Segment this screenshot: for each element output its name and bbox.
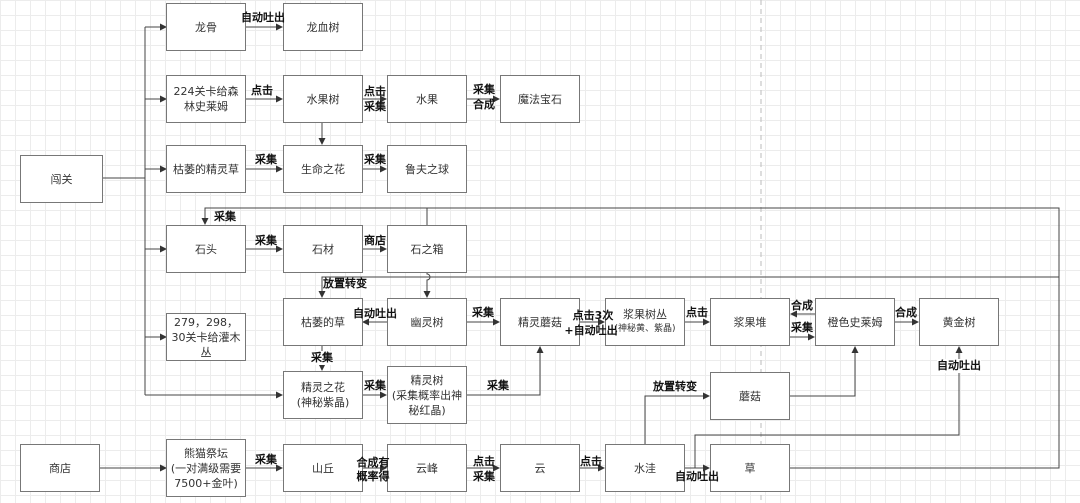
- node-note: (神秘黄、紫晶): [614, 324, 676, 334]
- edge-label: 点击: [251, 84, 273, 97]
- node-label: 279，298，30关卡给灌木丛: [171, 315, 241, 359]
- node-label: 224关卡给森林史莱姆: [173, 85, 239, 113]
- node-shengmingzhihua[interactable]: 生命之花: [283, 145, 363, 193]
- node-label: 精灵蘑菇: [518, 315, 562, 329]
- node-levels279[interactable]: 279，298，30关卡给灌木丛: [166, 313, 246, 361]
- edge-label: 采集: [255, 453, 277, 466]
- node-jiangguoshucong[interactable]: 浆果树丛 (神秘黄、紫晶): [605, 298, 685, 346]
- edge-label: 采集: [473, 470, 495, 483]
- edge-label: 放置转变: [323, 277, 367, 290]
- edge-label: 采集: [311, 351, 333, 365]
- node-label: 熊猫祭坛 (一对满级需要7500+金叶): [170, 446, 242, 490]
- edge-label: 点击: [686, 306, 708, 319]
- node-yunfeng[interactable]: 云峰: [387, 444, 467, 492]
- edge-label: 放置转变: [653, 380, 697, 393]
- node-label: 浆果堆: [733, 315, 767, 329]
- node-label: 闯关: [50, 172, 73, 186]
- node-longxueshu[interactable]: 龙血树: [283, 3, 363, 51]
- node-label: 生命之花: [301, 162, 345, 176]
- node-label: 商店: [49, 461, 71, 475]
- node-shizhixiang[interactable]: 石之箱: [387, 225, 467, 273]
- node-xiongmaojitan[interactable]: 熊猫祭坛 (一对满级需要7500+金叶): [166, 439, 246, 497]
- node-cao[interactable]: 草: [710, 444, 790, 492]
- node-label: 魔法宝石: [518, 92, 562, 106]
- node-yun[interactable]: 云: [500, 444, 580, 492]
- node-label: 精灵之花 (神秘紫晶): [296, 381, 350, 409]
- node-label: 草: [744, 461, 756, 475]
- node-label: 山丘: [312, 461, 334, 475]
- node-label: 云峰: [416, 461, 438, 475]
- edge-label: 采集: [214, 210, 236, 223]
- node-shuiguoshu[interactable]: 水果树: [283, 75, 363, 123]
- node-label: 浆果树丛: [623, 308, 667, 321]
- node-huangjinshu[interactable]: 黄金树: [919, 298, 999, 346]
- node-level224[interactable]: 224关卡给森林史莱姆: [166, 75, 246, 123]
- node-jinglingzhihua[interactable]: 精灵之花 (神秘紫晶): [283, 371, 363, 419]
- node-chengseshilaimu[interactable]: 橙色史莱姆: [815, 298, 895, 346]
- edge-label: 采集: [255, 153, 277, 166]
- node-label: 枯萎的精灵草: [173, 162, 239, 176]
- node-label: 龙血树: [306, 20, 340, 34]
- node-label: 石之箱: [410, 242, 444, 256]
- edge-label: 采集: [255, 234, 277, 247]
- node-shuiwa[interactable]: 水洼: [605, 444, 685, 492]
- node-label: 橙色史莱姆: [827, 315, 883, 329]
- edge-label: 自动吐出: [353, 307, 397, 320]
- node-label: 龙骨: [195, 20, 217, 34]
- node-jinglingmogu[interactable]: 精灵蘑菇: [500, 298, 580, 346]
- node-label: 蘑菇: [739, 389, 761, 403]
- node-label: 幽灵树: [410, 315, 444, 329]
- edge-label: 合成: [895, 306, 917, 319]
- node-shop[interactable]: 商店: [20, 444, 100, 492]
- node-label: 水果树: [306, 92, 340, 106]
- edge-label: 采集: [364, 379, 386, 392]
- node-chuangguan[interactable]: 闯关: [20, 155, 103, 203]
- edge-label: 采集: [364, 100, 386, 113]
- edge-label: 采集: [364, 153, 386, 166]
- node-mogu[interactable]: 蘑菇: [710, 372, 790, 420]
- edge-label: 采集: [487, 379, 509, 392]
- node-shanqiu[interactable]: 山丘: [283, 444, 363, 492]
- node-kuiweidecao[interactable]: 枯萎的草: [283, 298, 363, 346]
- node-label: 枯萎的草: [301, 315, 345, 329]
- edge-label: 合成有: [356, 456, 390, 469]
- node-label: 水果: [416, 92, 438, 106]
- edge-label: 合成: [791, 299, 813, 312]
- node-kuiweijinglingcao[interactable]: 枯萎的精灵草: [166, 145, 246, 193]
- node-label: 石材: [312, 242, 334, 256]
- edge-label: 自动吐出: [675, 470, 719, 483]
- node-label: 鲁夫之球: [405, 162, 449, 176]
- edge-label: 采集: [791, 321, 813, 334]
- node-shuiguo[interactable]: 水果: [387, 75, 467, 123]
- node-jiangguodui[interactable]: 浆果堆: [710, 298, 790, 346]
- edge-label: 采集: [473, 83, 495, 96]
- edge-label: 自动吐出: [241, 11, 285, 24]
- edge-label: 商店: [364, 234, 386, 247]
- edge-label: 概率得: [356, 470, 390, 483]
- edge-label: 合成: [473, 98, 495, 111]
- node-label: 水洼: [634, 461, 656, 475]
- edge-label: 点击: [473, 455, 495, 468]
- edge-label: 自动吐出: [937, 359, 981, 373]
- node-shitou[interactable]: 石头: [166, 225, 246, 273]
- node-label: 石头: [195, 242, 217, 256]
- node-youlingshu[interactable]: 幽灵树: [387, 298, 467, 346]
- node-jinglingshu[interactable]: 精灵树 (采集概率出神秘红晶): [387, 366, 467, 424]
- edge-label: 采集: [472, 306, 494, 319]
- edge-label: 点击3次: [572, 309, 614, 322]
- node-mofabaoshi[interactable]: 魔法宝石: [500, 75, 580, 123]
- edge-label: 点击: [364, 85, 386, 98]
- edge-label: 点击: [580, 455, 602, 468]
- node-lufuzhiqiu[interactable]: 鲁夫之球: [387, 145, 467, 193]
- node-label: 精灵树 (采集概率出神秘红晶): [391, 373, 463, 417]
- node-label: 云: [534, 461, 546, 475]
- node-shicai[interactable]: 石材: [283, 225, 363, 273]
- node-label: 黄金树: [942, 315, 976, 329]
- edge-label: +自动吐出: [564, 324, 618, 337]
- node-longgu[interactable]: 龙骨: [166, 3, 246, 51]
